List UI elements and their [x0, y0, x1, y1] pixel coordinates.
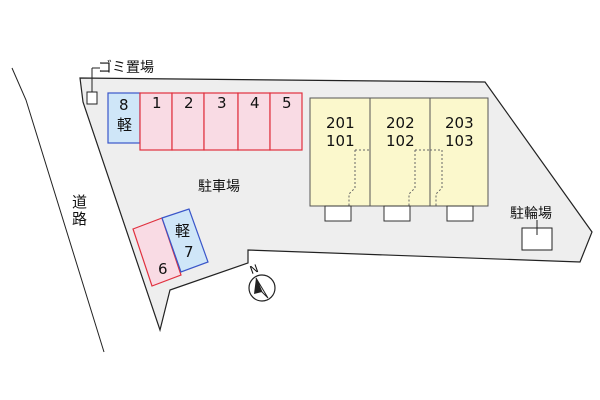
unit-101-label: 101	[326, 132, 355, 150]
garbage-station-label: ゴミ置場	[98, 60, 154, 76]
unit-102-label: 102	[386, 132, 415, 150]
unit-entrance-102	[383, 205, 411, 222]
parking-space-8	[107, 92, 141, 144]
unit-203-label: 203	[445, 114, 474, 132]
parking-space-1	[139, 92, 173, 151]
parking-space-4-number: 4	[250, 94, 260, 112]
parking-space-7-number: 7	[184, 243, 194, 261]
parking-area-label: 駐車場	[198, 179, 240, 195]
parking-space-6-number: 6	[158, 260, 168, 278]
apartment-building	[309, 97, 489, 207]
unit-202-label: 202	[386, 114, 415, 132]
unit-201-label: 201	[326, 114, 355, 132]
road-edge-line	[11, 67, 105, 353]
parking-space-8-note: 軽	[117, 116, 133, 134]
road-label: 道路	[72, 193, 88, 228]
parking-space-7	[161, 208, 209, 273]
unit-103-label: 103	[445, 132, 474, 150]
parking-space-5	[269, 92, 303, 151]
compass-icon	[248, 274, 276, 302]
parking-space-7-note: 軽	[175, 222, 191, 240]
parking-space-2-number: 2	[184, 94, 194, 112]
garbage-station	[86, 91, 98, 105]
parking-space-8-number: 8	[119, 96, 129, 114]
unit-entrance-103	[446, 205, 474, 222]
unit-interior-lines	[348, 149, 443, 206]
parking-space-5-number: 5	[282, 94, 292, 112]
unit-entrance-101	[324, 205, 352, 222]
parking-space-6	[132, 217, 182, 287]
bicycle-parking-label: 駐輪場	[510, 206, 552, 222]
parking-space-1-number: 1	[152, 94, 162, 112]
parking-space-3-number: 3	[217, 94, 227, 112]
